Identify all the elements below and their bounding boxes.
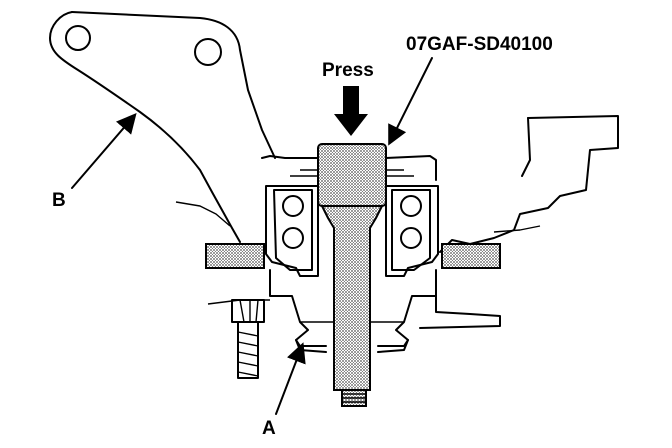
wheel-stud xyxy=(231,299,265,379)
support-block-right xyxy=(441,243,501,269)
knuckle-right xyxy=(439,115,619,253)
press-tool xyxy=(317,143,387,407)
leader-a xyxy=(275,342,306,415)
tool-number-label: 07GAF-SD40100 xyxy=(406,34,553,55)
label-b: B xyxy=(52,190,66,211)
label-a: A xyxy=(262,418,276,439)
bearing-right xyxy=(385,169,439,277)
leader-b xyxy=(71,112,137,189)
press-arrow-icon xyxy=(334,86,368,136)
press-label: Press xyxy=(322,60,374,81)
support-block-left xyxy=(205,243,265,269)
knuckle-housing xyxy=(261,155,437,181)
bearing-left xyxy=(265,169,319,277)
leader-tool xyxy=(388,57,433,146)
knuckle-arm xyxy=(49,11,276,243)
